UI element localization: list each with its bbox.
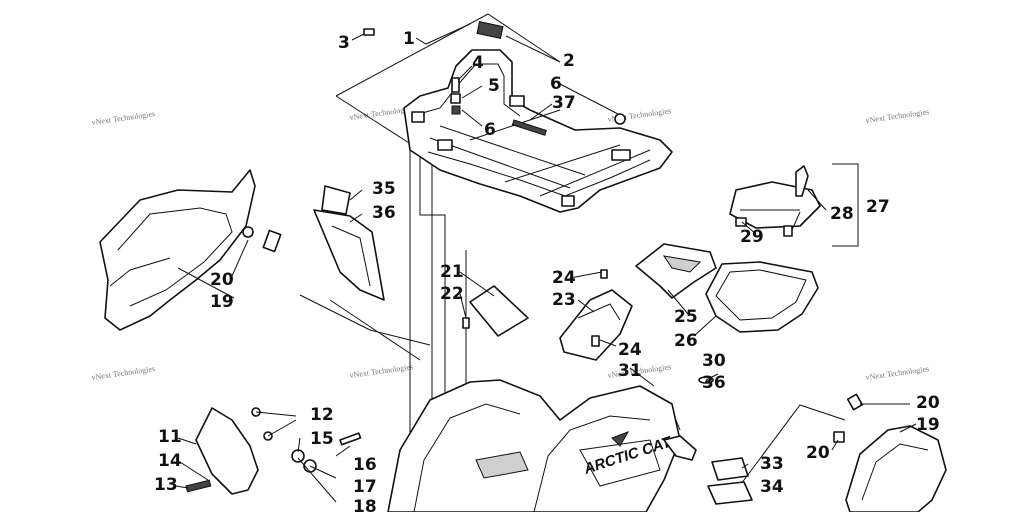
mud-flap-11 (185, 407, 362, 495)
cargo-rack (403, 49, 673, 213)
callout-16: 16 (353, 455, 377, 475)
decal-2 (476, 21, 504, 39)
callout-28: 28 (830, 204, 854, 224)
watermark-8: vNext Technologies (865, 364, 930, 382)
storage-box-26 (705, 261, 819, 333)
callout-11: 11 (158, 427, 182, 447)
right-side-panel (833, 393, 947, 512)
callout-26: 26 (674, 331, 698, 351)
callout-27: 27 (866, 197, 890, 217)
callout-21: 21 (440, 262, 464, 282)
pad-21 (462, 285, 529, 337)
callout-13: 13 (154, 475, 178, 495)
callout-4: 4 (472, 53, 484, 73)
rear-fender-body: ARCTIC CAT (387, 376, 714, 512)
callout-12: 12 (310, 405, 334, 425)
watermark-5: vNext Technologies (91, 364, 156, 382)
panel-35-36 (313, 185, 385, 301)
callout-6: 6 (484, 120, 496, 140)
callout-24-bottom: 24 (618, 340, 642, 360)
bracket-23 (559, 269, 633, 361)
callout-36-b: 36 (702, 373, 726, 393)
callout-leaders (175, 23, 917, 503)
callout-18: 18 (353, 497, 377, 512)
callout-30: 30 (702, 351, 726, 371)
callout-29: 29 (740, 227, 764, 247)
callout-1: 1 (403, 29, 415, 49)
bolt-4 (451, 77, 460, 93)
nut-6 (451, 105, 461, 115)
callout-37: 37 (552, 93, 576, 113)
callout-2: 2 (563, 51, 575, 71)
callout-15: 15 (310, 429, 334, 449)
callout-labels: 3 1 2 6 4 5 37 6 35 36 20 19 21 22 24 23… (154, 29, 940, 512)
watermark-6: vNext Technologies (349, 362, 414, 380)
callout-22: 22 (440, 284, 464, 304)
callout-33: 33 (760, 454, 784, 474)
callout-14: 14 (158, 451, 182, 471)
callout-34: 34 (760, 477, 784, 497)
callout-24-top: 24 (552, 268, 576, 288)
callout-25: 25 (674, 307, 698, 327)
bolt-8 (363, 28, 375, 36)
panel-33-34 (707, 457, 753, 505)
rack-hardware (363, 21, 626, 125)
storage-lid-28-29 (729, 165, 821, 237)
callout-17: 17 (353, 477, 377, 497)
storage-tray-25 (635, 243, 717, 299)
watermark-1: vNext Technologies (91, 109, 156, 127)
callout-20-right-b: 20 (806, 443, 830, 463)
callout-19-right: 19 (916, 415, 940, 435)
callout-31: 31 (618, 361, 642, 381)
callout-35: 35 (372, 179, 396, 199)
callout-3: 6 (550, 74, 562, 94)
watermark-4: vNext Technologies (865, 107, 930, 125)
callout-20-right-a: 20 (916, 393, 940, 413)
callout-20-left: 20 (210, 270, 234, 290)
spacer-5 (450, 93, 461, 104)
callout-19-left: 19 (210, 292, 234, 312)
left-side-panel (99, 169, 282, 331)
callout-8: 3 (338, 33, 350, 53)
nut-3 (614, 113, 626, 125)
callout-36: 36 (372, 203, 396, 223)
callout-23: 23 (552, 290, 576, 310)
callout-5: 5 (488, 76, 500, 96)
